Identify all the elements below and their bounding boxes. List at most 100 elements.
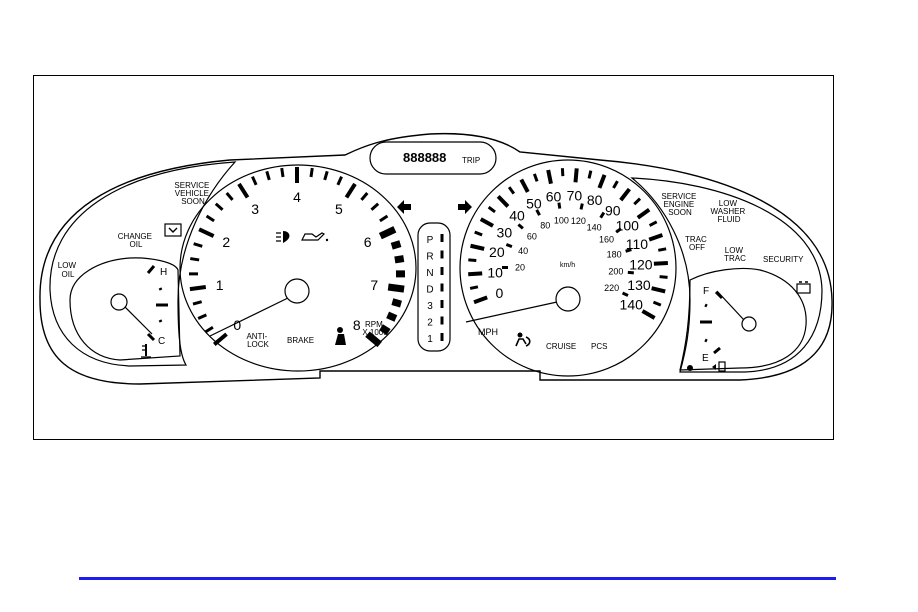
speedometer-kmh-tick	[621, 291, 629, 297]
service-vehicle-soon-label: SERVICE VEHICLE SOON	[174, 181, 211, 206]
speedometer-tick	[641, 309, 656, 320]
tachometer-number: 3	[251, 201, 259, 217]
tachometer-tick	[192, 300, 203, 306]
tachometer-number: 4	[293, 189, 301, 205]
speedometer-mph-number: 30	[497, 224, 513, 240]
tachometer-number: 2	[222, 234, 230, 250]
low-oil-label: LOW OIL	[58, 261, 78, 279]
speedometer-ticks	[468, 168, 668, 320]
speedometer-mph-number: 20	[489, 244, 505, 260]
speedometer-tick	[652, 300, 662, 307]
speedometer-kmh-number: 40	[518, 246, 528, 256]
speedometer-mph-number: 60	[546, 188, 562, 204]
battery-icon	[796, 281, 811, 294]
speedometer-tick	[573, 168, 579, 183]
speedometer-tick	[597, 174, 607, 189]
speedometer-tick	[619, 187, 631, 202]
speedometer-kmh-number: 220	[604, 283, 619, 293]
mph-label: MPH	[478, 327, 498, 337]
speedometer-tick	[470, 243, 485, 251]
tachometer-tick	[386, 311, 398, 322]
odometer-box	[369, 141, 497, 175]
speedometer-tick	[587, 170, 593, 179]
odometer-digits: 888888	[403, 150, 446, 165]
speedometer-mph-number: 50	[526, 195, 542, 211]
speedometer-kmh-tick	[579, 203, 584, 210]
illustration-frame	[33, 75, 834, 440]
speedometer-kmh-number: 20	[515, 263, 525, 273]
speedometer-mph-number: 110	[626, 236, 649, 252]
pcs-label: PCS	[591, 342, 607, 351]
tachometer-tick	[370, 202, 380, 211]
page-rule	[79, 577, 836, 580]
speedometer-kmh-tick	[557, 202, 562, 209]
speedometer-tick	[469, 285, 479, 290]
fuel-full-label: F	[703, 286, 709, 297]
gear-letter: 1	[427, 334, 433, 345]
speedometer-tick	[659, 275, 668, 279]
tachometer-needle	[209, 295, 293, 337]
temp-gauge-ticks	[146, 265, 168, 342]
tachometer-rim	[179, 164, 417, 372]
airbag-icon	[515, 332, 531, 347]
gear-letter: 3	[427, 301, 433, 312]
speedometer-tick	[612, 180, 619, 189]
trip-label: TRIP	[462, 156, 480, 165]
speedometer-kmh-tick	[599, 211, 606, 219]
speedometer-hub	[555, 286, 581, 312]
oil-can-icon	[301, 232, 329, 242]
speedometer-kmh-number: 200	[608, 267, 623, 277]
tachometer-number: 6	[364, 234, 372, 250]
tachometer-tick	[204, 326, 214, 334]
fuel-empty-label: E	[702, 353, 709, 364]
coolant-temp-icon	[141, 344, 151, 358]
gear-letter: R	[426, 252, 433, 263]
tachometer-tick	[391, 298, 402, 308]
speedometer-tick	[519, 178, 530, 193]
tachometer-tick	[190, 257, 200, 262]
tachometer-tick	[379, 214, 389, 223]
tachometer-tick	[309, 167, 314, 178]
fuel-gauge-pod	[679, 267, 807, 371]
speedometer-kmh-number: 60	[527, 231, 537, 241]
tachometer-number: 7	[370, 277, 378, 293]
rpm-label: RPM X 1000	[362, 320, 388, 337]
tachometer-number: 8	[353, 317, 361, 333]
temp-gauge-pod	[69, 257, 181, 361]
speedometer-kmh-number: 160	[599, 234, 614, 244]
tachometer-tick	[205, 214, 215, 223]
tachometer-tick	[387, 283, 405, 293]
speedometer-tick	[532, 173, 539, 182]
low-washer-fluid-label: LOW WASHER FLUID	[710, 199, 747, 224]
tachometer-tick	[193, 242, 203, 248]
speedometer-tick	[648, 233, 664, 242]
fuel-low-indicator-dot	[687, 365, 693, 371]
tachometer-number: 0	[233, 317, 241, 333]
temp-gauge-hub	[110, 293, 128, 311]
speedometer-rim	[459, 159, 677, 377]
speedometer-kmh-number: 140	[587, 223, 602, 233]
change-oil-label: CHANGE OIL	[118, 232, 154, 249]
tachometer-tick	[225, 192, 234, 201]
speedometer-tick	[636, 208, 651, 220]
tachometer-tick	[336, 176, 343, 186]
tachometer-number: 5	[335, 201, 343, 217]
speedometer-mph-number: 140	[620, 297, 644, 313]
speedometer-tick	[657, 247, 667, 252]
trac-off-label: TRAC OFF	[685, 235, 709, 252]
fuel-pump-icon	[712, 361, 726, 372]
speedometer-kmh-tick	[535, 209, 541, 216]
speedometer-tick	[473, 295, 488, 305]
tachometer-tick	[214, 202, 224, 211]
speedometer-mph-number: 40	[509, 208, 525, 224]
gear-letter: 2	[427, 318, 433, 329]
right-pod	[630, 177, 823, 373]
speedometer-mph-number: 120	[629, 256, 653, 272]
speedometer-kmh-tick	[505, 243, 513, 249]
gear-letter: N	[426, 268, 433, 279]
speedometer-mph-number: 80	[587, 192, 603, 208]
speedometer-tick	[546, 169, 553, 185]
